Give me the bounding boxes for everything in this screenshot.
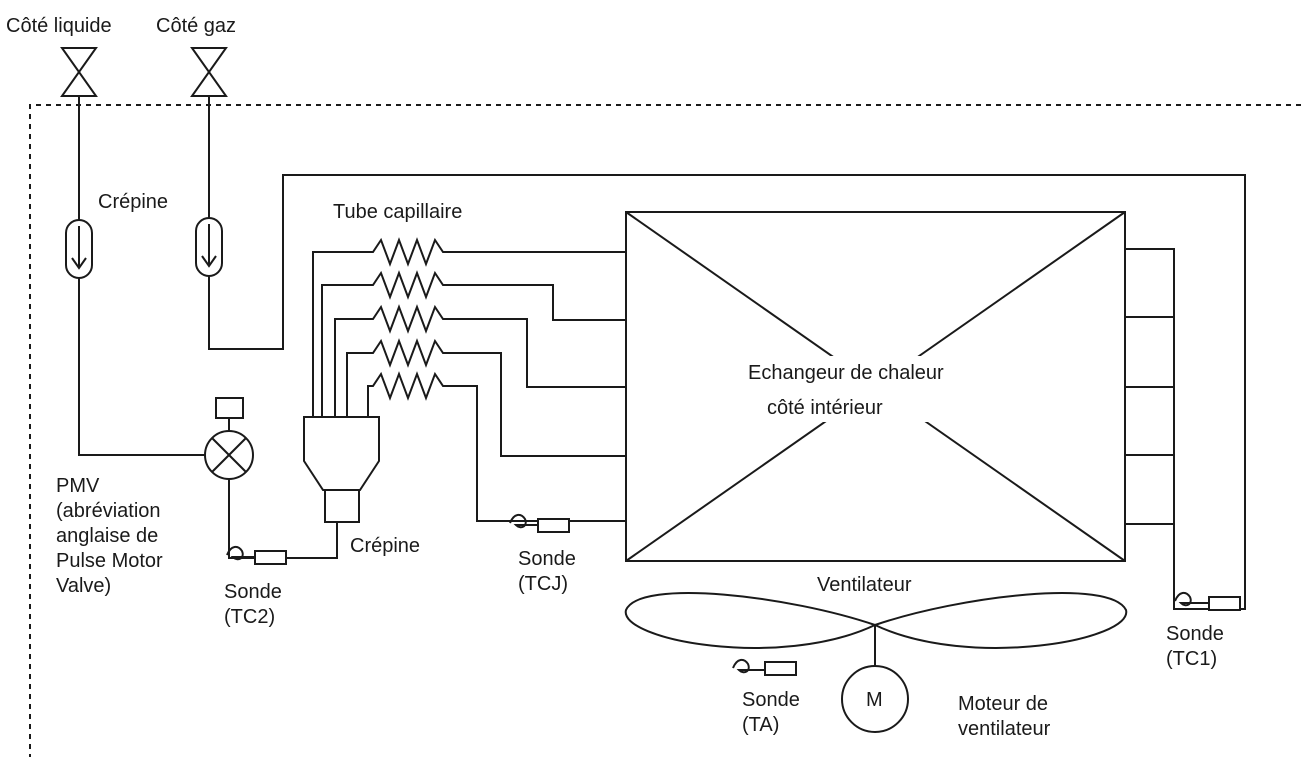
svg-text:Sonde: Sonde xyxy=(1166,623,1224,645)
pmv-outlet-pipe xyxy=(228,479,338,559)
label-pmv: PMV (abréviation anglaise de Pulse Motor… xyxy=(56,475,163,597)
unit-boundary xyxy=(29,104,1301,757)
label-strainer-top: Crépine xyxy=(98,191,168,213)
label-capillary-tube: Tube capillaire xyxy=(333,201,462,223)
svg-text:Moteur de: Moteur de xyxy=(958,693,1048,715)
svg-text:Sonde: Sonde xyxy=(224,581,282,603)
liquid-pipe xyxy=(78,278,205,456)
sensor-tc1 xyxy=(1174,591,1241,611)
fan xyxy=(624,592,1128,666)
svg-text:(abréviation: (abréviation xyxy=(56,500,161,522)
svg-text:Sonde: Sonde xyxy=(518,548,576,570)
strainer-gas xyxy=(195,217,223,277)
label-liquid-side: Côté liquide xyxy=(6,15,112,37)
label-heat-exchanger-1: Echangeur de chaleur xyxy=(748,362,944,384)
svg-text:Valve): Valve) xyxy=(56,575,111,597)
label-sensor-tc2: Sonde (TC2) xyxy=(224,581,282,628)
sensor-tc2 xyxy=(226,545,287,565)
label-motor-symbol: M xyxy=(866,689,883,711)
svg-text:(TCJ): (TCJ) xyxy=(518,573,568,595)
svg-text:(TA): (TA) xyxy=(742,714,779,736)
fan-motor xyxy=(841,665,909,733)
label-gas-side: Côté gaz xyxy=(156,15,236,37)
capillary-tubes xyxy=(312,237,626,522)
gas-side-valve xyxy=(190,47,228,218)
svg-text:anglaise de: anglaise de xyxy=(56,525,158,547)
strainer-liquid xyxy=(65,219,93,279)
liquid-side-valve xyxy=(60,47,98,220)
gas-pipe xyxy=(208,174,1246,610)
sensor-tcj xyxy=(509,513,570,533)
label-sensor-ta: Sonde (TA) xyxy=(742,689,800,736)
distributor xyxy=(303,416,380,523)
svg-text:Sonde: Sonde xyxy=(742,689,800,711)
svg-text:(TC2): (TC2) xyxy=(224,606,275,628)
svg-text:PMV: PMV xyxy=(56,475,100,497)
svg-text:ventilateur: ventilateur xyxy=(958,718,1051,740)
label-fan: Ventilateur xyxy=(817,574,912,596)
heat-exchanger xyxy=(625,211,1126,562)
header-branches xyxy=(1125,316,1174,525)
label-sensor-tc1: Sonde (TC1) xyxy=(1166,623,1224,670)
label-fan-motor: Moteur de ventilateur xyxy=(958,693,1051,740)
svg-text:Pulse Motor: Pulse Motor xyxy=(56,550,163,572)
svg-text:(TC1): (TC1) xyxy=(1166,648,1217,670)
label-sensor-tcj: Sonde (TCJ) xyxy=(518,548,576,595)
sensor-ta xyxy=(732,658,797,676)
label-strainer-bottom: Crépine xyxy=(350,535,420,557)
label-heat-exchanger-2: côté intérieur xyxy=(767,397,883,419)
pmv-valve xyxy=(204,397,254,480)
